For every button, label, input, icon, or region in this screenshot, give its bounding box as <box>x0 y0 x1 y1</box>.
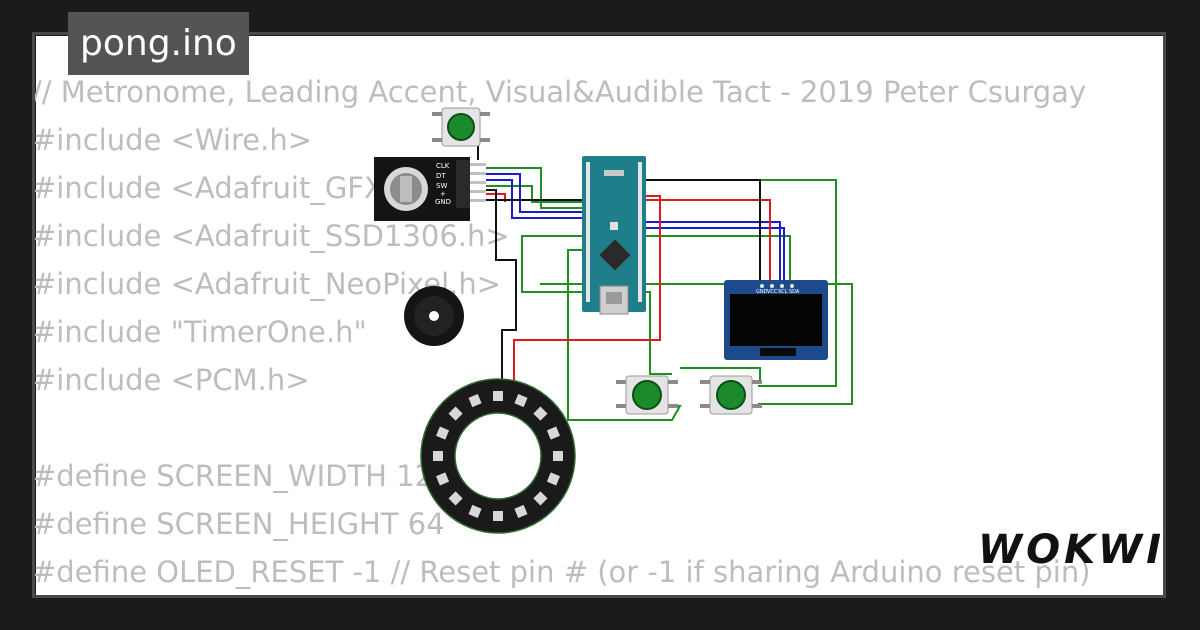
wire-blue <box>486 173 590 213</box>
neopixel-led <box>493 391 503 401</box>
oled-pin-label: VCC <box>767 289 778 295</box>
wire-black <box>486 189 517 386</box>
code-line: #include <PCM.h> <box>32 363 310 397</box>
oled-display: GND VCC SCL SDA <box>724 280 828 360</box>
neopixel-led <box>433 451 443 461</box>
neopixel-led <box>553 451 563 461</box>
arduino-nano <box>582 156 646 315</box>
push-button-left <box>616 375 678 415</box>
wire-black <box>636 179 761 290</box>
wire-green <box>486 185 590 203</box>
code-line: #define OLED_RESET -1 // Reset pin # (or… <box>32 555 1091 589</box>
neopixel-led <box>546 472 560 486</box>
buzzer <box>404 286 464 346</box>
code-line: // Metronome, Leading Accent, Visual&Aud… <box>32 75 1087 109</box>
neopixel-led <box>436 426 450 440</box>
wire-green <box>540 283 853 405</box>
wire-red <box>636 199 771 290</box>
neopixel-led <box>514 394 528 408</box>
encoder-pin-label: GND <box>435 198 451 206</box>
neopixel-led <box>448 491 463 506</box>
neopixel-led <box>468 504 482 518</box>
wire-green <box>680 367 761 384</box>
neopixel-led <box>468 394 482 408</box>
code-line: #define SCREEN_HEIGHT 64 <box>32 507 445 541</box>
neopixel-led <box>436 472 450 486</box>
oled-pin-label: GND <box>756 289 768 295</box>
wire-blue <box>636 227 785 290</box>
encoder-pin-label: CLK <box>436 162 450 170</box>
code-line: #include <Adafruit_NeoPixel.h> <box>32 267 502 301</box>
neopixel-ring <box>420 378 576 534</box>
push-button-right <box>700 375 762 415</box>
encoder-pin-label: DT <box>436 172 446 180</box>
preview-card <box>36 36 1164 596</box>
code-preview: // Metronome, Leading Accent, Visual&Aud… <box>32 68 1091 596</box>
project-title: pong.ino <box>68 12 249 75</box>
wire-green <box>486 167 590 209</box>
push-button-top <box>432 107 490 147</box>
code-line: #include <Adafruit_SSD1306.h> <box>32 219 510 253</box>
code-line: #include "TimerOne.h" <box>32 315 367 349</box>
oled-pin-label: SCL <box>778 289 788 295</box>
neopixel-led <box>448 406 463 421</box>
wire-red <box>513 195 661 386</box>
wire-green <box>636 235 791 290</box>
encoder-pin-label: SW <box>436 182 447 190</box>
code-line: #include <Wire.h> <box>32 123 313 157</box>
encoder-pin-label: + <box>440 190 446 198</box>
neopixel-led <box>546 426 560 440</box>
rotary-encoder: CLK DT SW + GND <box>374 157 486 221</box>
wokwi-logo: WOKWI <box>978 527 1166 573</box>
wire-blue <box>636 221 781 290</box>
wire-green <box>567 249 682 421</box>
neopixel-led <box>514 504 528 518</box>
oled-pin-label: SDA <box>789 289 800 295</box>
neopixel-led <box>493 511 503 521</box>
